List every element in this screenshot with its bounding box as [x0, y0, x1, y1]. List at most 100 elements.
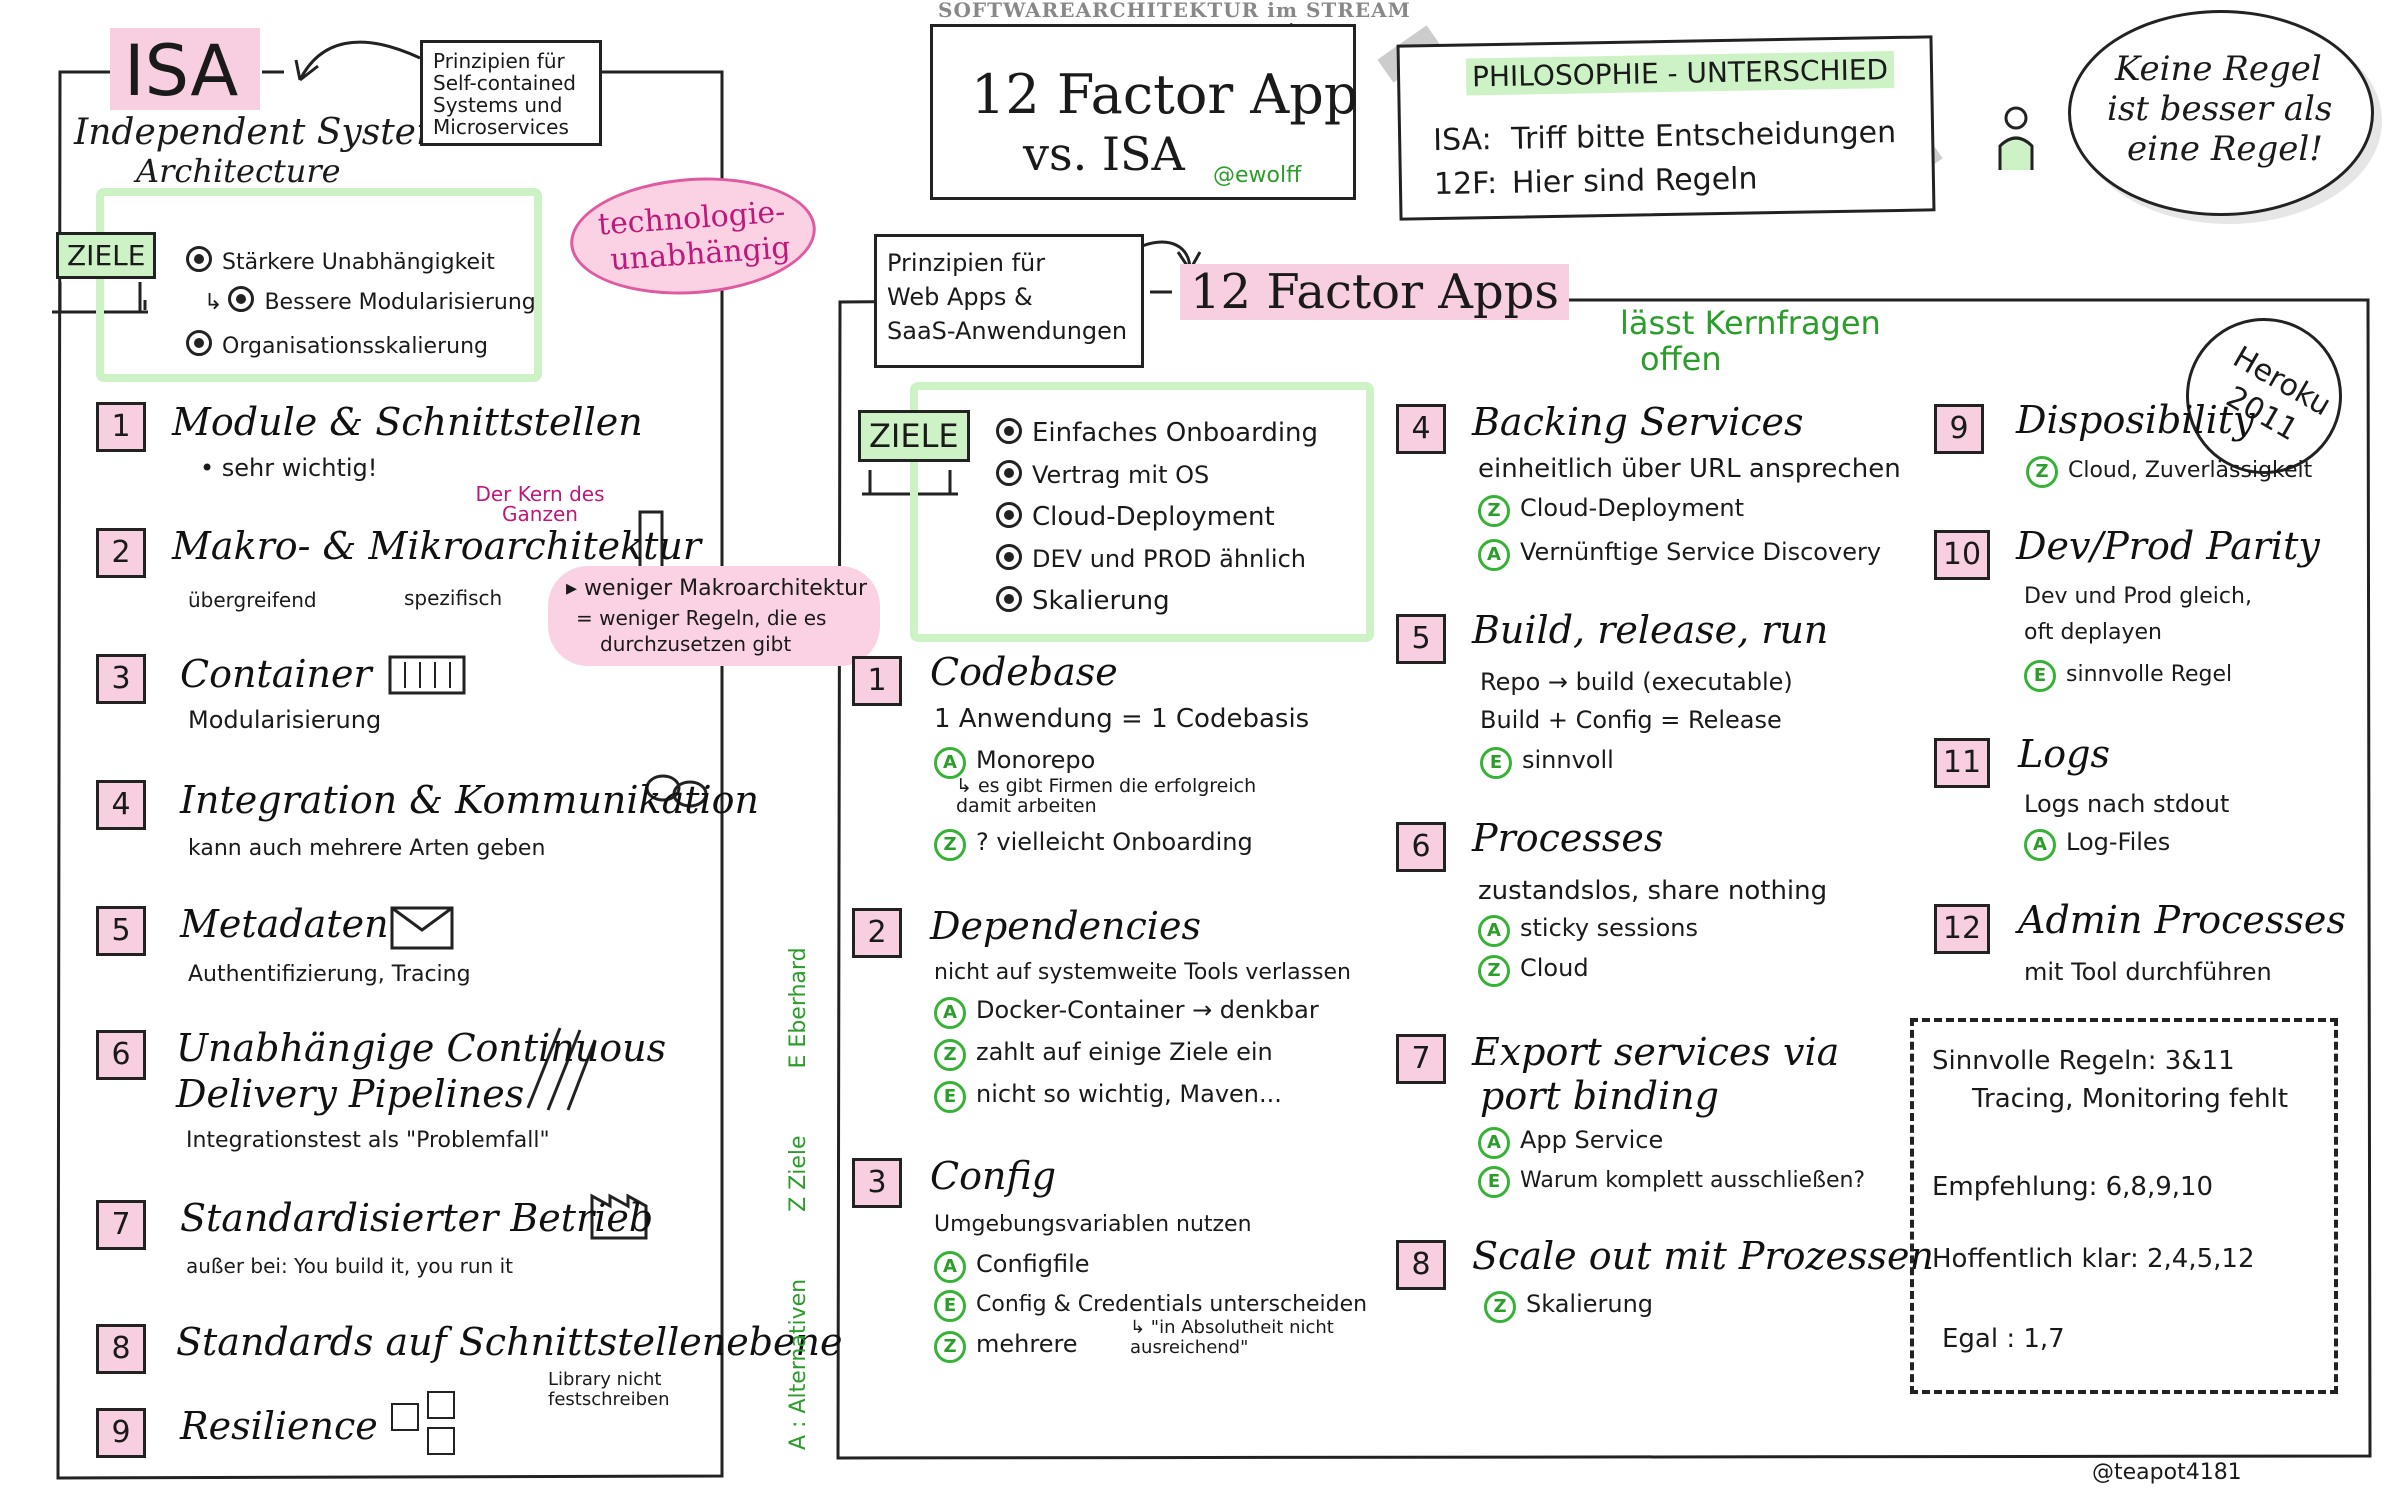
isa-goal-3: Organisationsskalierung: [186, 330, 488, 359]
factor-line: mit Tool durchführen: [2024, 958, 2272, 986]
factor-title: Codebase: [930, 650, 1118, 694]
stream-label: SOFTWAREARCHITEKTUR im STREAM: [938, 0, 1411, 22]
summary-row-1b: Tracing, Monitoring fehlt: [1972, 1084, 2289, 1114]
isa-item-title-2: Delivery Pipelines: [176, 1072, 525, 1116]
target-icon: [996, 460, 1022, 486]
factor-line: Logs nach stdout: [2024, 790, 2230, 818]
isa-item-title: Standardisierter Betrieb: [180, 1196, 654, 1240]
alternative-badge: A: [934, 747, 966, 779]
alternative-badge: A: [2024, 829, 2056, 861]
eberhard-badge: E: [1478, 1166, 1510, 1198]
isa-item-number: 8: [96, 1324, 146, 1374]
target-icon: [228, 286, 255, 312]
philosophy-title: PHILOSOPHIE - UNTERSCHIED: [1465, 51, 1895, 96]
philosophy-box: PHILOSOPHIE - UNTERSCHIED ISA: Triff bit…: [1396, 35, 1936, 221]
isa-item-sub: übergreifend: [188, 588, 317, 612]
target-icon: [996, 502, 1022, 528]
quote-bubble: Keine Regel ist besser als eine Regel!: [2068, 10, 2374, 216]
target-icon: [996, 544, 1022, 570]
summary-row-2: Empfehlung: 6,8,9,10: [1932, 1172, 2214, 1202]
factor-number: 4: [1396, 404, 1446, 454]
factor-point-text: Vernünftige Service Discovery: [1520, 538, 1882, 566]
isa-item-sub: kann auch mehrere Arten geben: [188, 836, 546, 861]
f12-goal-text: Einfaches Onboarding: [1032, 418, 1319, 448]
isa-item-title: Metadaten: [180, 902, 389, 946]
isa-item-title: Container: [180, 652, 372, 696]
isa-item-sub: • sehr wichtig!: [200, 454, 378, 482]
factor-title: Dependencies: [930, 904, 1201, 948]
goal-badge: Z: [934, 1331, 966, 1363]
credit: @teapot4181: [2092, 1460, 2242, 1485]
factor-number: 7: [1396, 1034, 1446, 1084]
legend-eberhard: E Eberhard: [786, 947, 811, 1069]
f12-goal-text: DEV und PROD ähnlich: [1032, 545, 1306, 573]
main-title: 12 Factor App: [971, 63, 1359, 126]
factor-line: zustandslos, share nothing: [1478, 876, 1828, 906]
goal-badge: Z: [934, 1039, 966, 1071]
factor-point: A Monorepo: [934, 746, 1095, 779]
isa-core-note: Der Kern des Ganzen: [475, 482, 605, 526]
isa-item-number: 2: [96, 528, 146, 578]
factor-point-text: Monorepo: [976, 746, 1096, 774]
factor-point-text: sticky sessions: [1520, 914, 1698, 942]
isa-item-number: 6: [96, 1030, 146, 1080]
factor-number: 3: [852, 1158, 902, 1208]
factor-point-text: Cloud: [1520, 954, 1589, 982]
isa-goals-frame: [96, 188, 542, 382]
f12-goal: Cloud-Deployment: [996, 502, 1275, 532]
makro-note: ▸ weniger Makroarchitektur = weniger Reg…: [548, 566, 880, 666]
isa-note-line-2: Self-contained: [433, 71, 576, 95]
isa-note: Prinzipien für Self-contained Systems un…: [420, 40, 602, 146]
makro-note-line-3: durchzusetzen gibt: [600, 632, 792, 656]
isa-item-sub: Integrationstest als "Problemfall": [186, 1128, 550, 1153]
summary-box: Sinnvolle Regeln: 3&11 Tracing, Monitori…: [1910, 1018, 2338, 1394]
factor-point-text: zahlt auf einige Ziele ein: [976, 1038, 1273, 1066]
isa-item-sub: außer bei: You build it, you run it: [186, 1254, 513, 1278]
factor-number: 6: [1396, 822, 1446, 872]
eberhard-badge: E: [934, 1290, 966, 1322]
eberhard-badge: E: [2024, 660, 2056, 692]
isa-note-line-3: Systems und: [433, 93, 563, 117]
factor-point-text: Configfile: [976, 1250, 1090, 1278]
isa-item-number: 9: [96, 1408, 146, 1458]
factor-number: 11: [1934, 738, 1990, 788]
goal-badge: Z: [1478, 495, 1510, 527]
factor-title: Dev/Prod Parity: [2016, 524, 2320, 568]
f12-note: Prinzipien für Web Apps & SaaS-Anwendung…: [874, 234, 1144, 368]
goal-badge: Z: [1478, 955, 1510, 987]
f12-goal: Einfaches Onboarding: [996, 418, 1318, 448]
factor-number: 8: [1396, 1240, 1446, 1290]
isa-goal-3-text: Organisationsskalierung: [222, 334, 488, 359]
summary-row-1a: Sinnvolle Regeln: 3&11: [1932, 1046, 2235, 1076]
factor-line: nicht auf systemweite Tools verlassen: [934, 960, 1351, 985]
isa-item-title: Integration & Kommunikation: [180, 778, 760, 822]
f12-open-line-2: offen: [1640, 340, 1722, 378]
isa-item-sub-2: spezifisch: [404, 586, 503, 610]
f12-title: 12 Factor Apps: [1180, 264, 1570, 320]
isa-goal-1-text: Stärkere Unabhängigkeit: [222, 250, 495, 275]
isa-item-title: Resilience: [180, 1404, 378, 1448]
target-icon: [996, 418, 1022, 444]
quote-line-1: Keine Regel: [2115, 49, 2322, 89]
factor-point-text: sinnvolle Regel: [2066, 662, 2233, 687]
eberhard-badge: E: [1480, 747, 1512, 779]
factor-line: 1 Anwendung = 1 Codebasis: [934, 704, 1310, 734]
factor-title: Admin Processes: [2018, 898, 2346, 942]
alternative-badge: A: [1478, 915, 1510, 947]
factor-number: 9: [1934, 404, 1984, 454]
quote-line-2: ist besser als: [2107, 89, 2333, 129]
f12-goal-text: Vertrag mit OS: [1032, 461, 1210, 489]
factor-point-text: nicht so wichtig, Maven...: [976, 1080, 1282, 1108]
isa-item-number: 7: [96, 1200, 146, 1250]
f12-note-line-1: Prinzipien für: [887, 249, 1046, 277]
goal-badge: Z: [934, 829, 966, 861]
f12-open-line-1: lässt Kernfragen: [1620, 304, 1881, 342]
factor-title: Build, release, run: [1472, 608, 1829, 652]
goal-badge: Z: [2026, 456, 2058, 488]
